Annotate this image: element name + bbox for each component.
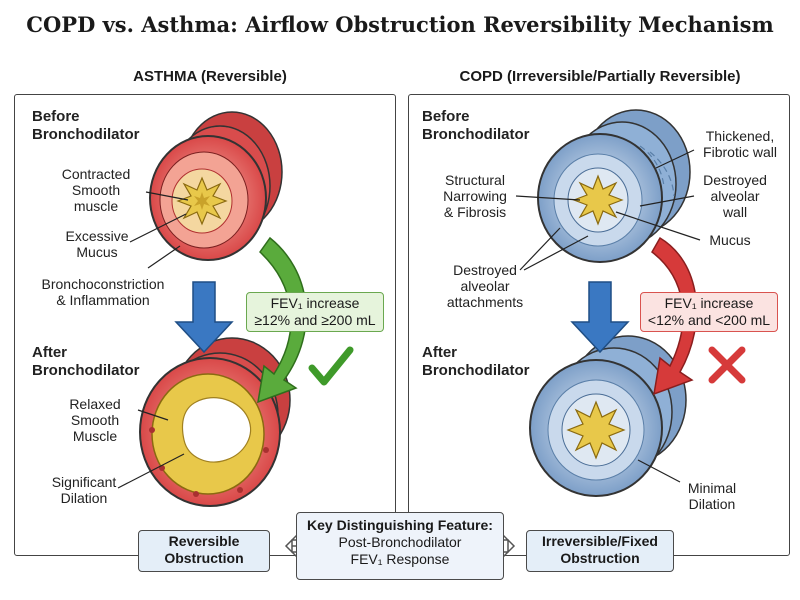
copd-leader-lines (515, 149, 701, 483)
asthma-relaxed-label: Relaxed Smooth Muscle (69, 396, 121, 444)
key-feature-heading: Key Distinguishing Feature: (307, 517, 493, 533)
copd-red-arrow (651, 236, 698, 396)
asthma-mucus-label: Excessive Mucus (65, 228, 129, 260)
asthma-before-label: Before Bronchodilator (32, 108, 140, 143)
asthma-after-airway (139, 337, 291, 507)
irreversible-obstruction-box: Irreversible/Fixed Obstruction (526, 530, 674, 572)
copd-after-airway (529, 335, 687, 497)
copd-destroyed-wall-label: Destroyed alveolar wall (703, 172, 767, 220)
copd-mucus-label: Mucus (709, 232, 751, 248)
page-title: COPD vs. Asthma: Airflow Obstruction Rev… (26, 12, 774, 37)
copd-header: COPD (Irreversible/Partially Reversible) (459, 68, 741, 85)
copd-minimal-label: Minimal Dilation (687, 480, 737, 512)
asthma-before-airway (149, 111, 283, 261)
asthma-fev-box: FEV₁ increase ≥12% and ≥200 mL (246, 292, 384, 332)
asthma-dilation-label: Significant Dilation (51, 474, 117, 506)
copd-before-label: Before Bronchodilator (422, 108, 530, 143)
asthma-after-label: After Bronchodilator (32, 344, 140, 379)
asthma-green-arrow (257, 236, 307, 404)
reversible-obstruction-box: Reversible Obstruction (138, 530, 270, 572)
key-feature-line2: FEV₁ Response (350, 551, 450, 567)
check-icon (308, 346, 354, 386)
cross-icon (708, 346, 746, 384)
copd-thickened-label: Thickened, Fibrotic wall (703, 128, 777, 160)
key-feature-line1: Post-Bronchodilator (338, 534, 462, 550)
copd-after-label: After Bronchodilator (422, 344, 530, 379)
asthma-leader-lines (117, 191, 189, 489)
key-feature-box: Key Distinguishing Feature: Post-Broncho… (296, 512, 504, 580)
copd-fev-box: FEV₁ increase <12% and <200 mL (640, 292, 778, 332)
copd-attachments-label: Destroyed alveolar attachments (446, 262, 524, 310)
asthma-down-arrow (174, 281, 234, 354)
asthma-header: ASTHMA (Reversible) (133, 68, 287, 85)
asthma-contracted-label: Contracted Smooth muscle (61, 166, 131, 214)
asthma-broncho-label: Bronchoconstriction & Inflammation (41, 276, 165, 308)
copd-down-arrow (570, 281, 630, 354)
copd-before-airway (537, 109, 691, 263)
copd-structural-label: Structural Narrowing & Fibrosis (443, 172, 507, 220)
